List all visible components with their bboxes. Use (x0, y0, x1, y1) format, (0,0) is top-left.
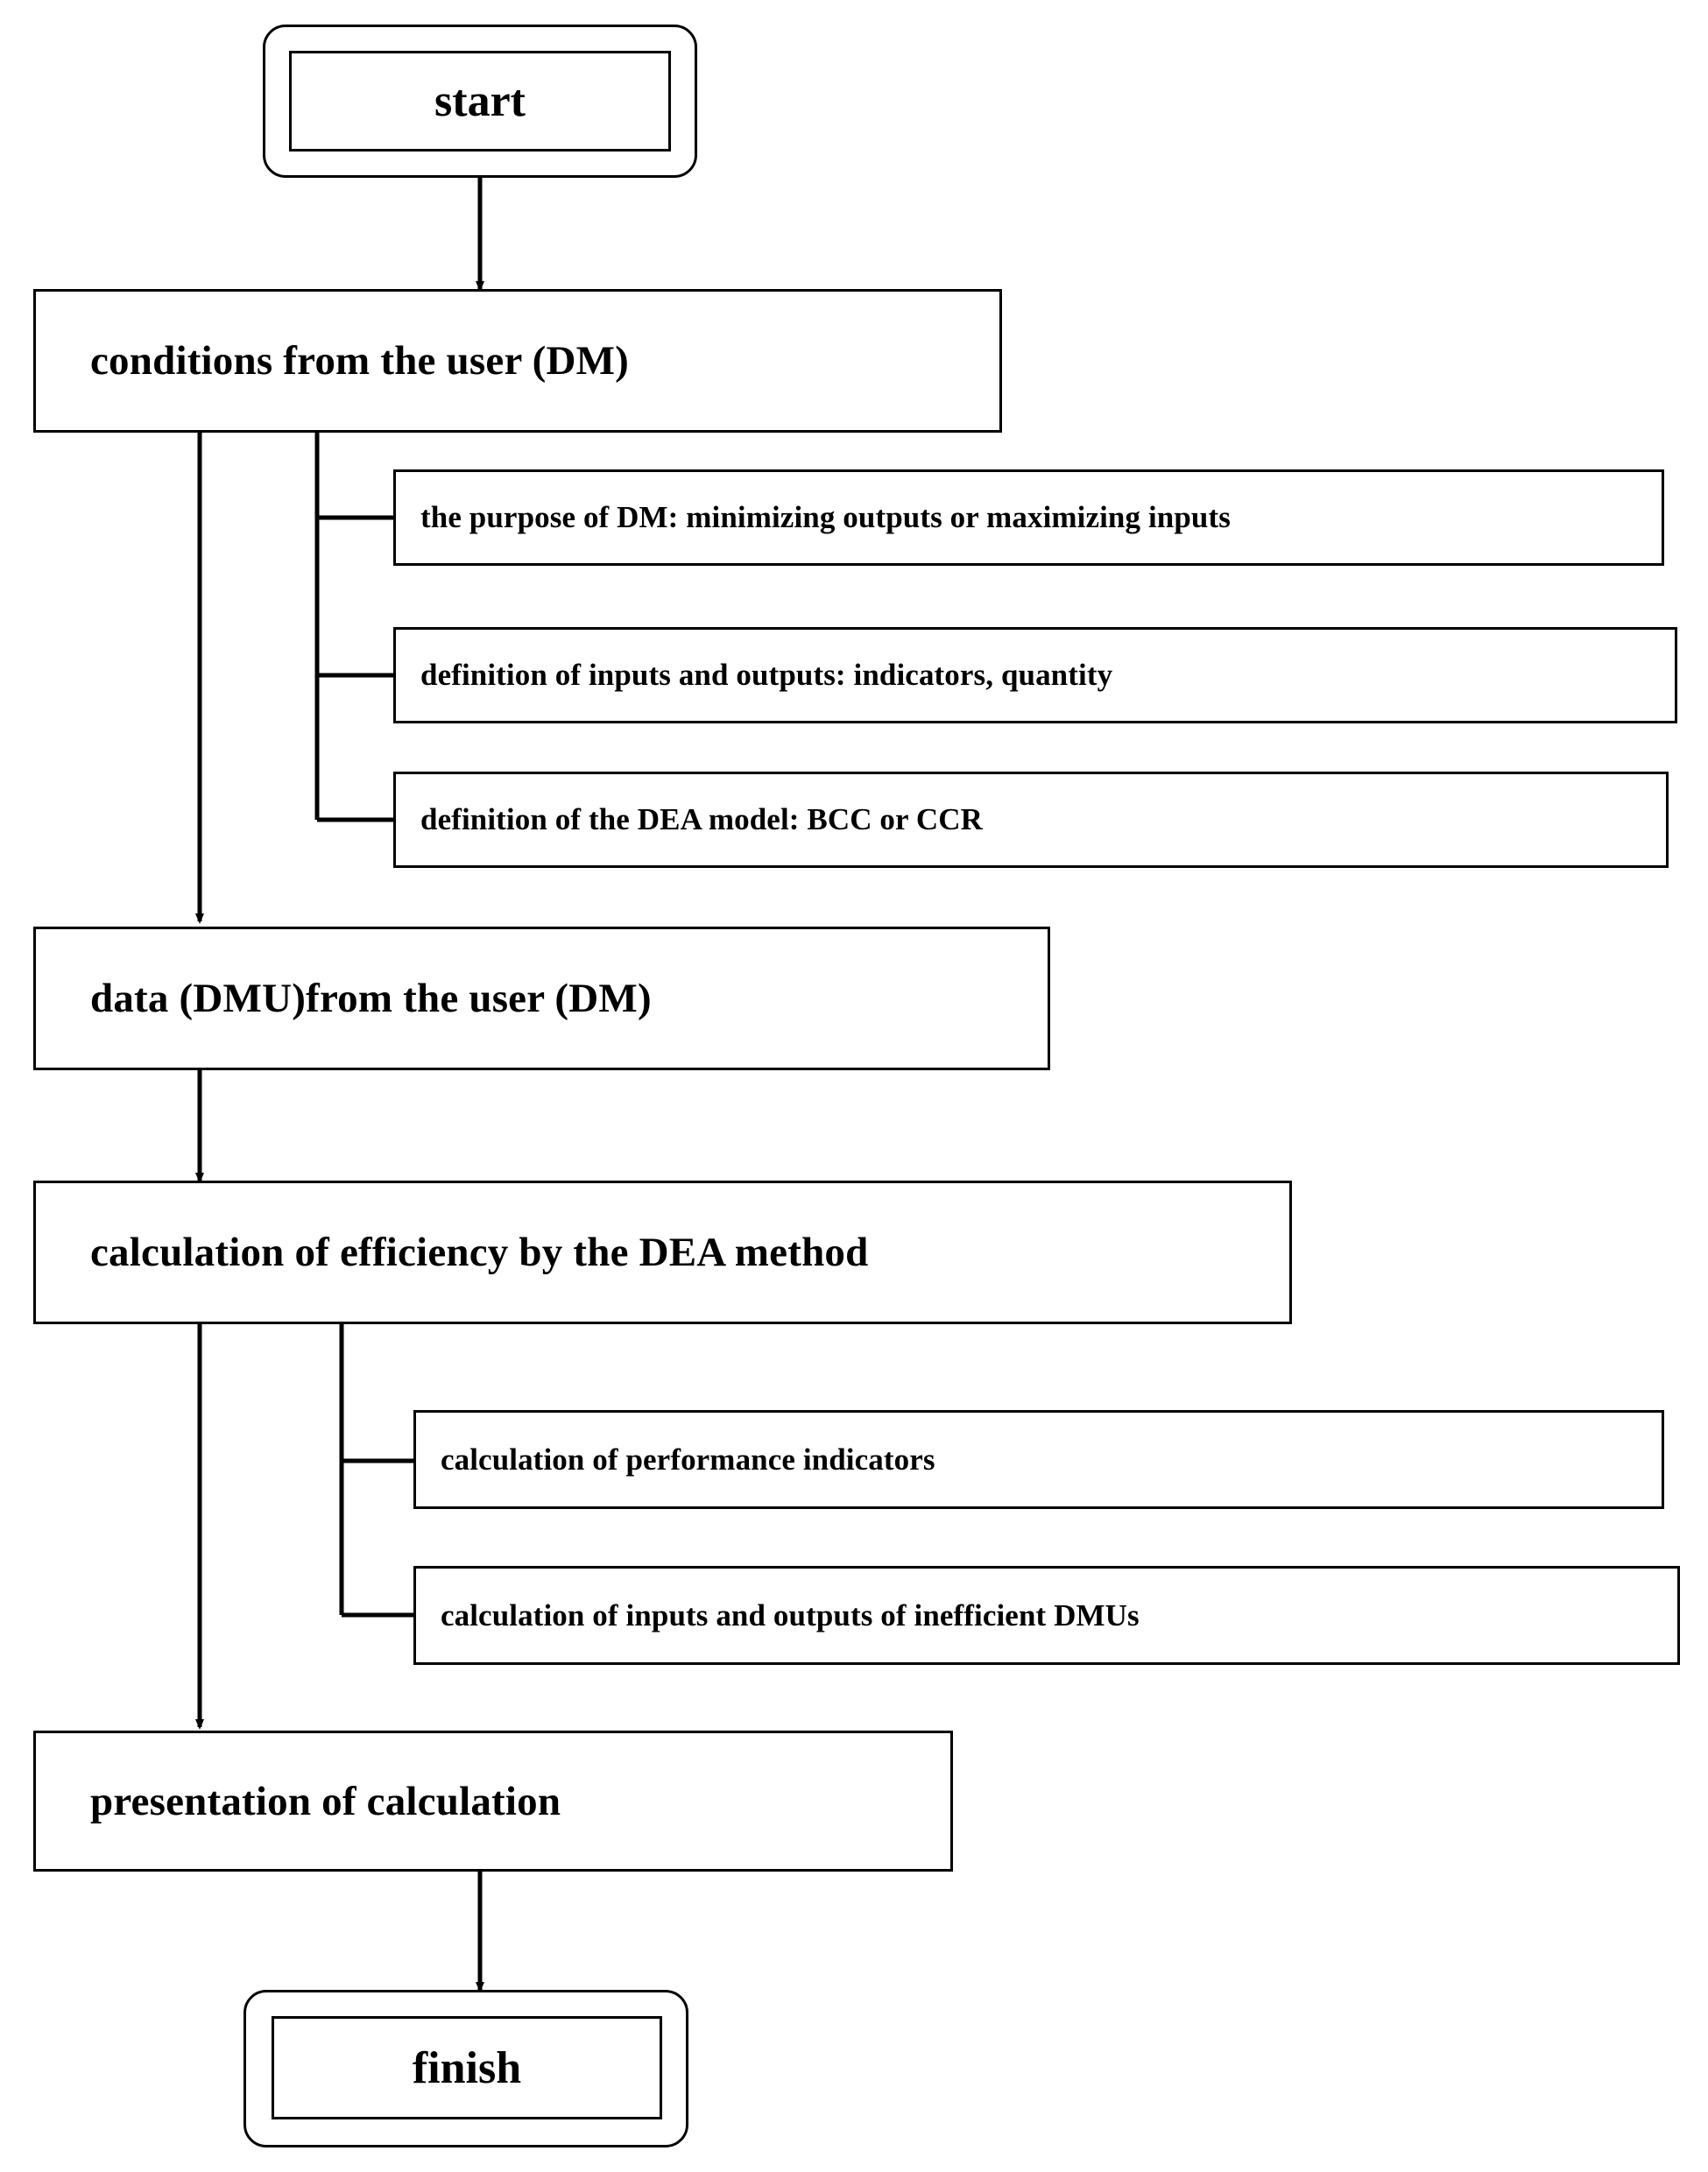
terminal-start-label-box: start (289, 51, 671, 152)
substep-definition-inputs-outputs-label: definition of inputs and outputs: indica… (420, 658, 1113, 692)
terminal-finish-label: finish (412, 2042, 522, 2093)
terminal-start-label: start (434, 76, 526, 126)
terminal-finish-label-box: finish (272, 2016, 662, 2119)
substep-purpose-of-dm-label: the purpose of DM: minimizing outputs or… (420, 500, 1231, 534)
substep-definition-inputs-outputs[interactable]: definition of inputs and outputs: indica… (393, 627, 1677, 723)
substep-inefficient-dmus[interactable]: calculation of inputs and outputs of ine… (413, 1566, 1680, 1665)
step-calculation-label: calculation of efficiency by the DEA met… (90, 1230, 869, 1275)
substep-inefficient-dmus-label: calculation of inputs and outputs of ine… (441, 1597, 1140, 1633)
step-presentation-label: presentation of calculation (90, 1778, 561, 1824)
step-conditions[interactable]: conditions from the user (DM) (33, 289, 1002, 433)
step-calculation[interactable]: calculation of efficiency by the DEA met… (33, 1181, 1292, 1324)
step-conditions-label: conditions from the user (DM) (90, 338, 630, 384)
substep-performance-indicators[interactable]: calculation of performance indicators (413, 1410, 1664, 1509)
substep-definition-dea-model-label: definition of the DEA model: BCC or CCR (420, 802, 984, 836)
substep-purpose-of-dm[interactable]: the purpose of DM: minimizing outputs or… (393, 469, 1664, 566)
substep-performance-indicators-label: calculation of performance indicators (441, 1442, 935, 1477)
step-data-label: data (DMU)from the user (DM) (90, 976, 652, 1021)
step-presentation[interactable]: presentation of calculation (33, 1731, 953, 1872)
step-data[interactable]: data (DMU)from the user (DM) (33, 927, 1050, 1070)
substep-definition-dea-model[interactable]: definition of the DEA model: BCC or CCR (393, 772, 1669, 868)
